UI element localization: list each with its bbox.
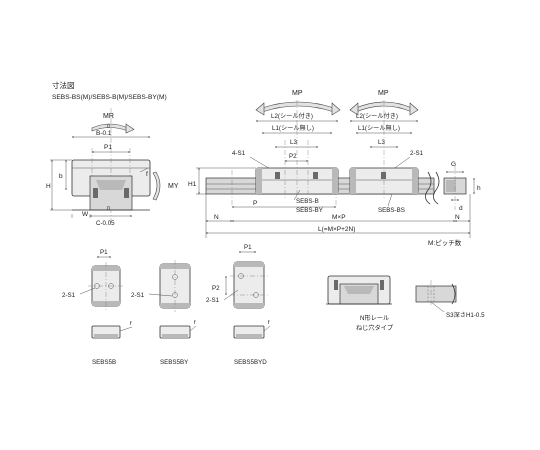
holes-2-label: 2-S1 xyxy=(410,150,424,157)
l1-left-label: L1(シール無し) xyxy=(272,124,314,132)
pitch-note: M:ピッチ数 xyxy=(428,238,462,247)
total-length-label: L(=M×P+2N) xyxy=(318,226,355,233)
b-tolerance-label: B-0.1 xyxy=(96,130,112,137)
h1-label: H1 xyxy=(188,181,197,188)
p2-label: P2 xyxy=(289,153,297,160)
variant-name: SEBS5B xyxy=(92,359,116,366)
l3-left-label: L3 xyxy=(290,139,297,146)
h-small-label: h xyxy=(477,185,481,192)
sebs-bs-label: SEBS-BS xyxy=(378,207,405,214)
variant-holes-label: 2-S1 xyxy=(131,292,145,299)
side-view: MP MP L2(シール付き) L1(シール無し) L2(シール付き) L1(シ… xyxy=(188,90,481,247)
b-label: b xyxy=(59,173,63,180)
p-label: P xyxy=(253,200,257,207)
variant-f-label: f xyxy=(130,321,132,327)
variant-holes-label: 2-S1 xyxy=(62,292,76,299)
l3-right-label: L3 xyxy=(378,139,385,146)
b-tolerance-upper: 0 xyxy=(107,124,110,130)
sebs-by-label: SEBS-BY xyxy=(296,207,323,214)
h-label: H xyxy=(46,183,51,190)
rail-option: N形レール ねじ穴タイプ S3深さH1-0.5 xyxy=(326,275,485,332)
n-right-label: N xyxy=(455,214,460,221)
front-view: MR B-0.1 0 P1 H b f MY xyxy=(46,108,179,227)
sebs-b-label: SEBS-B xyxy=(296,198,319,205)
rail-option-line2: ねじ穴タイプ xyxy=(356,324,394,332)
mp-right-label: MP xyxy=(378,90,389,97)
holes-4-label: 4-S1 xyxy=(232,150,246,157)
my-moment-arrow xyxy=(152,171,161,201)
variant-p2-label: P2 xyxy=(212,285,220,292)
mp-left-arrow xyxy=(261,101,335,113)
variant-holes-label: 2-S1 xyxy=(206,297,220,304)
c-tolerance-upper: 0 xyxy=(107,206,110,212)
my-label: MY xyxy=(168,183,179,190)
g-label: G xyxy=(451,161,456,168)
variant-sebs5b: P1 2-S1 f SEBS5B xyxy=(62,249,133,366)
rail-option-line1: N形レール xyxy=(360,314,389,322)
variant-sebs5by: 2-S1 f SEBS5BY xyxy=(131,260,197,366)
variant-name: SEBS5BY xyxy=(160,359,188,366)
variant-name: SEBS5BYD xyxy=(234,359,267,366)
mp-left-label: MP xyxy=(292,90,303,97)
drawing-title: 寸法図 xyxy=(52,80,75,90)
n-label: N xyxy=(214,214,219,221)
p1-label: P1 xyxy=(104,144,112,151)
tapped-hole-depth-label: S3深さH1-0.5 xyxy=(446,311,485,319)
mr-label: MR xyxy=(103,113,114,120)
l2-left-label: L2(シール付き) xyxy=(271,112,313,120)
d-label: d xyxy=(459,205,463,212)
f-label: f xyxy=(146,171,148,178)
w-label: W xyxy=(82,211,89,218)
c-tolerance-label: C-0.05 xyxy=(96,220,115,227)
variant-f-label: f xyxy=(194,320,196,326)
l1-right-label: L1(シール無し) xyxy=(358,124,400,132)
model-list: SEBS-BS(M)/SEBS-B(M)/SEBS-BY(M) xyxy=(52,94,167,101)
l2-right-label: L2(シール付き) xyxy=(356,112,398,120)
variant-sebs5byd: P1 P2 2-S1 f SEBS5BYD xyxy=(206,244,271,366)
variant-p1-label: P1 xyxy=(100,249,108,256)
variant-p1-label: P1 xyxy=(244,244,252,251)
mxp-label: M×P xyxy=(332,214,346,221)
variant-f-label: f xyxy=(268,320,270,326)
